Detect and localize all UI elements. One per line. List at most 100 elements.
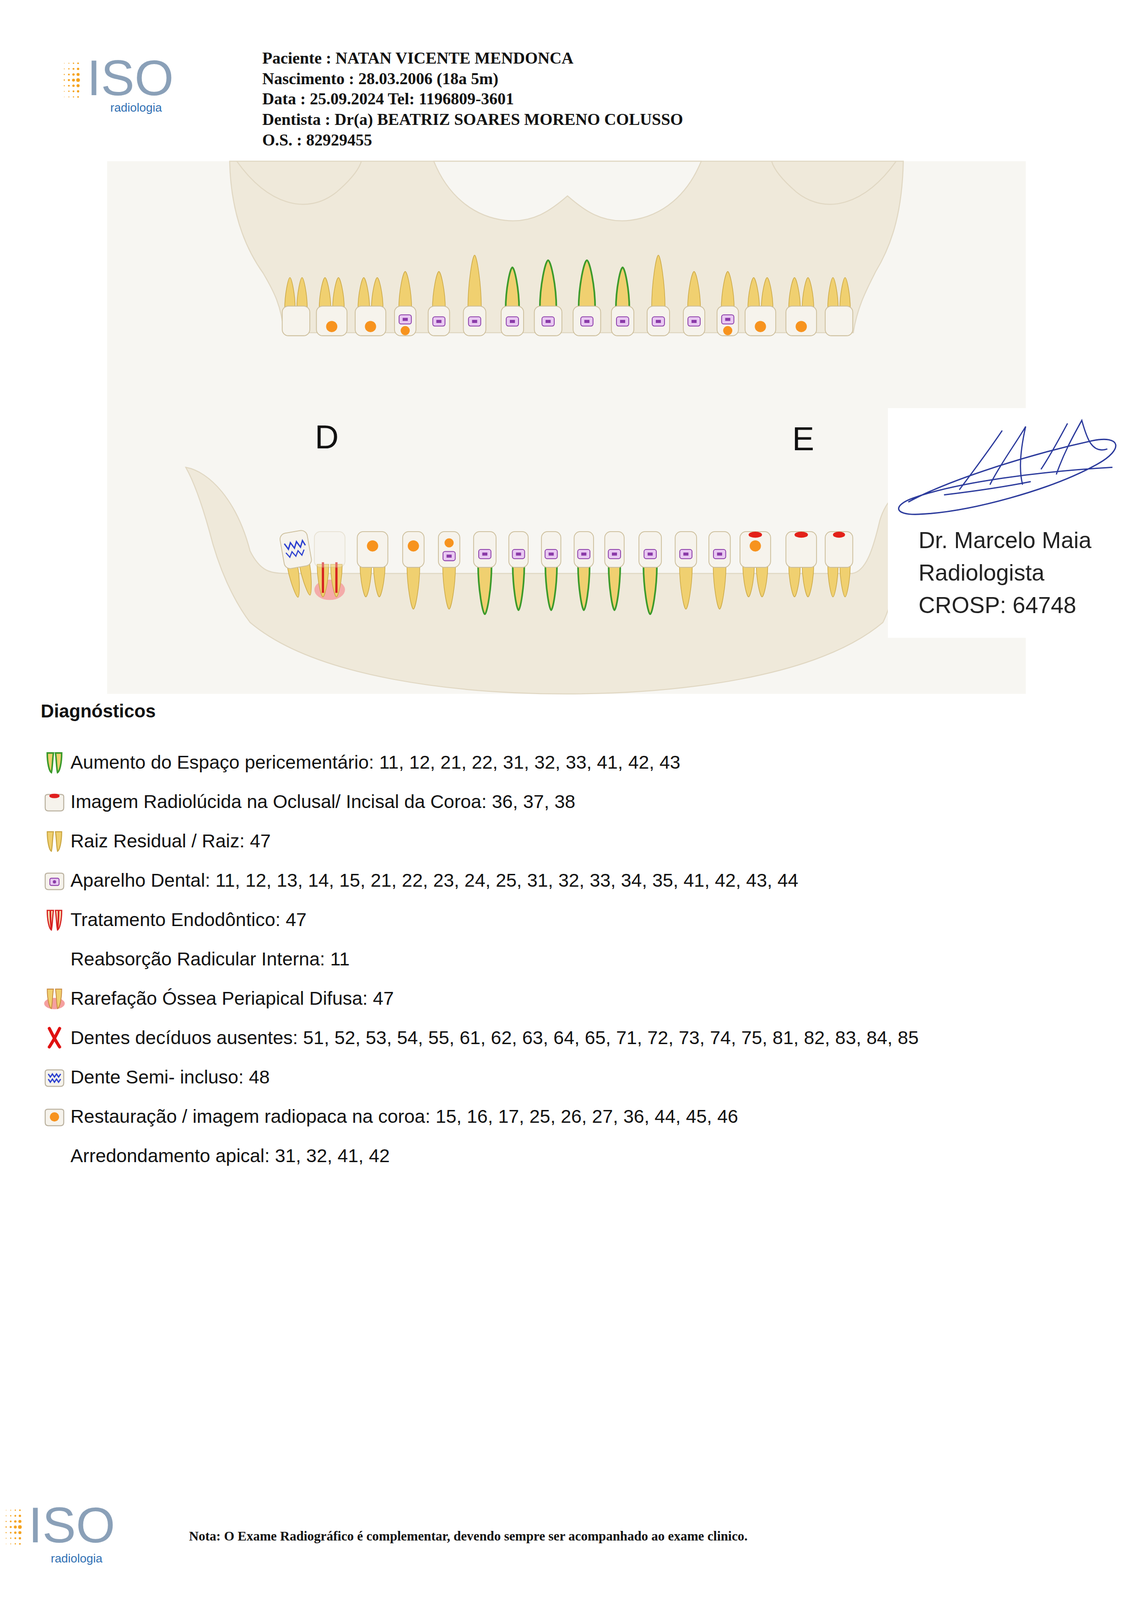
root: [442, 564, 456, 610]
logo-text: ISO: [28, 1500, 116, 1551]
logo-dot: [64, 63, 65, 64]
zygomatic-line: [236, 161, 362, 205]
tooth: [428, 271, 450, 336]
tooth: [534, 260, 563, 336]
logo-dot: [68, 62, 70, 64]
bracket: [580, 316, 594, 326]
tooth: [611, 267, 634, 336]
tooth: [355, 277, 386, 336]
restoration-mark: [364, 320, 377, 333]
root: [802, 564, 814, 597]
tooth: [282, 277, 310, 336]
icon-crown: [45, 873, 65, 890]
logo-dot: [17, 1525, 22, 1530]
logo-dot: [19, 1509, 22, 1512]
crown: [825, 306, 853, 336]
bracket-slot: [581, 552, 587, 557]
tooth: [647, 255, 670, 336]
tooth: [541, 531, 561, 611]
logo-dot: [64, 96, 65, 98]
crown: [708, 531, 731, 568]
root: [332, 277, 345, 310]
logo-dot: [76, 72, 80, 76]
crown: [314, 531, 346, 568]
section-heading: Diagnósticos: [40, 702, 156, 721]
icon-canal: [50, 910, 59, 930]
tooth: [463, 255, 487, 336]
radiolucent-mark: [832, 531, 845, 538]
logo-dot: [13, 1525, 17, 1529]
bracket-slot: [647, 552, 653, 557]
tooth: [357, 531, 389, 598]
header-line: O.S. : 82929455: [262, 131, 373, 149]
tooth: [745, 277, 776, 336]
logo-dot: [77, 62, 80, 65]
crown: [428, 306, 450, 336]
restoration-mark: [795, 320, 807, 333]
logo-dot: [5, 1515, 7, 1517]
logo-dot: [68, 68, 70, 70]
bracket-slot: [515, 552, 521, 557]
tooth: [708, 531, 731, 610]
logo-dot: [63, 79, 65, 82]
bracket: [643, 549, 657, 559]
root: [761, 277, 773, 310]
radiolucent-mark: [748, 531, 763, 538]
header-line: Paciente : NATAN VICENTE MENDONCA: [262, 49, 574, 67]
logo-dot: [10, 1520, 12, 1523]
crown: [638, 531, 662, 568]
logo-dot: [72, 73, 75, 76]
logo-dot: [14, 1531, 17, 1535]
legend-text: Aumento do Espaço pericementário: 11, 12…: [70, 748, 681, 777]
crown: [785, 531, 817, 568]
tooth: [438, 531, 460, 610]
root: [432, 271, 446, 310]
legend-text: Aparelho Dental: 11, 12, 13, 14, 15, 21,…: [70, 866, 799, 895]
signature-text: Radiologista: [918, 556, 1123, 590]
tooth: [825, 531, 853, 598]
root: [371, 277, 384, 310]
logo-dot: [18, 1537, 22, 1540]
root-pdl: [616, 267, 630, 309]
restoration-mark: [326, 320, 338, 333]
root: [687, 271, 701, 310]
bracket: [541, 316, 555, 326]
root: [721, 271, 735, 310]
legend-text: Dentes decíduos ausentes: 51, 52, 53, 54…: [70, 1024, 919, 1052]
root: [827, 564, 839, 597]
logo-text: ISO: [86, 52, 174, 103]
zygomatic-line: [771, 161, 897, 205]
legend-icon: [42, 1025, 67, 1051]
tooth: [675, 531, 697, 610]
logo-dot: [76, 67, 80, 71]
logo-dot: [19, 1543, 22, 1546]
header-line: Dentista : Dr(a) BEATRIZ SOARES MORENO C…: [262, 111, 683, 128]
bracket-slot: [611, 552, 617, 557]
tooth: [394, 271, 417, 336]
tooth: [785, 531, 817, 598]
crown: [740, 531, 771, 568]
header-line: Data : 25.09.2024 Tel: 1196809-3601: [262, 90, 514, 108]
logo-dot: [64, 68, 65, 70]
crown: [573, 531, 594, 568]
tooth: [402, 531, 425, 610]
logo-dot: [14, 1509, 17, 1512]
bracket-slot: [655, 319, 661, 324]
root-pdl: [512, 564, 525, 611]
root-pdl: [540, 260, 557, 310]
root: [788, 564, 800, 597]
signature-text: Dr. Marcelo Maia: [918, 524, 1123, 557]
crown: [717, 306, 739, 336]
logo-subtext: radiologia: [50, 1552, 103, 1565]
tooth: [604, 531, 624, 611]
restoration-mark: [407, 540, 420, 552]
crown: [572, 306, 601, 336]
crown: [541, 531, 561, 568]
crown: [501, 306, 524, 336]
root: [360, 564, 372, 597]
logo-dot: [68, 84, 71, 87]
bracket: [512, 549, 525, 559]
icon-absent: [49, 1028, 60, 1048]
mandible: [185, 467, 924, 694]
logo-dot: [68, 73, 71, 76]
